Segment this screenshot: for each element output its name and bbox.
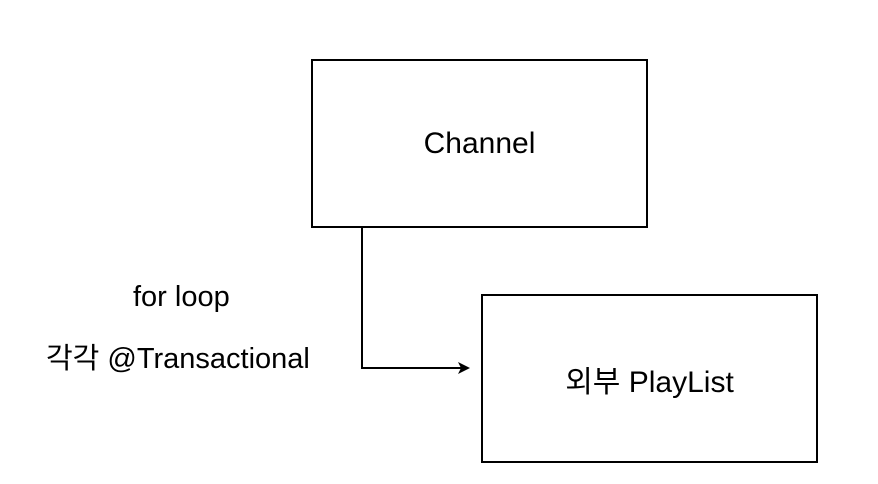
edge-label-transactional: 각각 @Transactional: [46, 343, 310, 375]
channel-node-label: Channel: [423, 126, 536, 160]
channel-node: Channel: [311, 59, 648, 228]
playlist-node: 외부 PlayList: [481, 294, 818, 463]
playlist-node-label: 외부 PlayList: [565, 365, 734, 399]
connector-line: [361, 228, 470, 374]
edge-label-for-loop: for loop: [133, 281, 230, 313]
